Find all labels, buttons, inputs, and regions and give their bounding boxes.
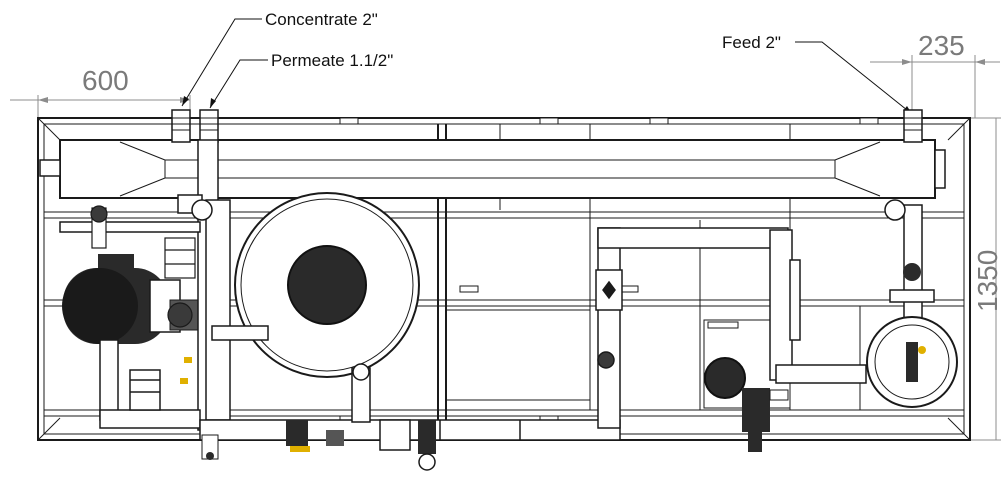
permeate-callout: Permeate 1.1/2" (209, 51, 393, 109)
membrane-housing (39, 139, 946, 199)
pump-motor (62, 254, 199, 344)
flow-meter (595, 269, 623, 369)
valve-cluster-left (90, 205, 196, 328)
feed-callout: Feed 2" (722, 33, 913, 115)
feed-label: Feed 2" (722, 33, 781, 52)
concentrate-callout: Concentrate 2" (181, 10, 378, 107)
concentrate-port (171, 109, 191, 143)
dimension-235-label: 235 (918, 30, 965, 61)
concentrate-label: Concentrate 2" (265, 10, 378, 29)
small-pump (704, 321, 770, 452)
permeate-port (199, 109, 219, 143)
feed-port (903, 109, 923, 143)
dimension-1350-label: 1350 (972, 250, 1001, 312)
storage-tank (234, 192, 420, 378)
pressure-vessel (866, 263, 958, 408)
bottom-valves (180, 357, 789, 471)
dimension-600: 600 (10, 65, 191, 118)
dimension-1350: 1350 (940, 117, 1001, 441)
dimension-600-label: 600 (82, 65, 129, 96)
dimension-235: 235 (870, 30, 1000, 118)
permeate-label: Permeate 1.1/2" (271, 51, 393, 70)
